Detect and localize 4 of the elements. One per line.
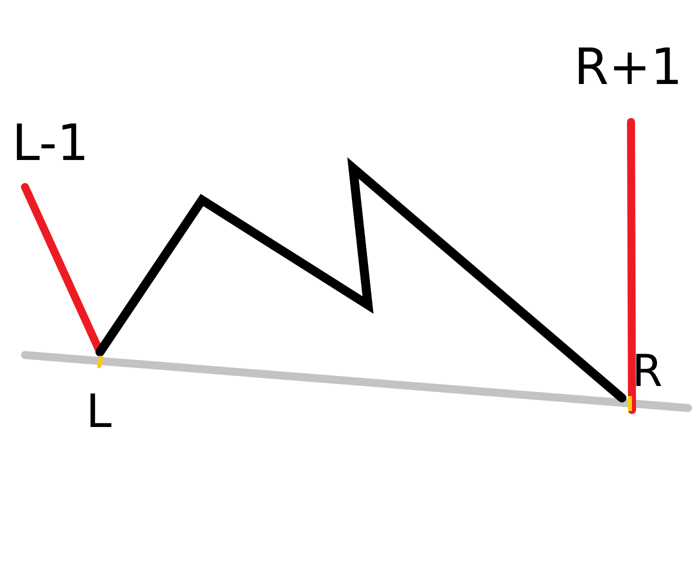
index-label: R bbox=[632, 350, 663, 394]
index-label: L-1 bbox=[12, 118, 89, 168]
index-label: R+1 bbox=[574, 42, 682, 92]
index-label: L bbox=[86, 388, 112, 434]
